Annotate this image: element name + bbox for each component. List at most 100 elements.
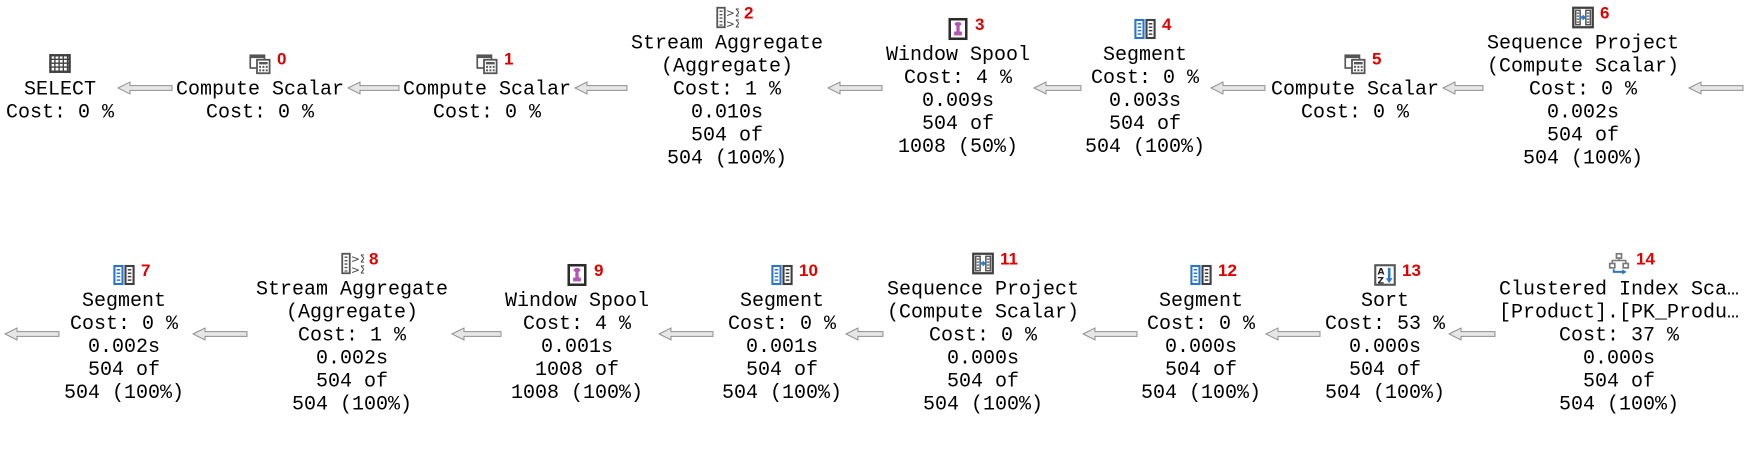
operator-label-line: 504 of — [690, 124, 763, 148]
operator-label-line: Cost: 0 % — [432, 101, 542, 125]
stream-aggregate-icon: >Σ>Σ — [715, 6, 739, 30]
plan-node-stream-aggregate-8[interactable]: >Σ>Σ8Stream Aggregate(Aggregate)Cost: 1 … — [248, 250, 456, 417]
operator-label-line: [Product].[PK_Produ… — [1498, 301, 1740, 325]
operator-label-line: 0.002s — [315, 347, 388, 371]
operator-label-line: 504 (100%) — [1140, 382, 1262, 405]
plan-data-flow-arrow[interactable] — [451, 327, 502, 341]
operator-label-line: Segment — [81, 290, 166, 313]
operator-label-line: Segment — [1102, 44, 1187, 67]
compute-scalar-icon — [475, 52, 499, 76]
operator-icon-row: 5 — [1263, 50, 1447, 79]
operator-label-line: Segment — [1158, 290, 1243, 313]
operator-number-badge: 4 — [1162, 15, 1172, 34]
operator-label-line: 504 of — [1164, 359, 1237, 382]
svg-text:>Σ: >Σ — [726, 8, 739, 20]
operator-icon-row: >Σ>Σ2 — [623, 3, 831, 33]
plan-data-flow-arrow[interactable] — [1210, 81, 1266, 95]
plan-data-flow-arrow[interactable] — [845, 327, 884, 341]
plan-data-flow-arrow[interactable] — [574, 81, 628, 95]
operator-number-badge: 14 — [1636, 249, 1655, 269]
plan-data-flow-arrow[interactable] — [192, 327, 248, 341]
operator-label-line: Cost: 53 % — [1324, 313, 1446, 336]
operator-label-line: 0.003s — [1108, 90, 1181, 113]
operator-label-line: Compute Scalar — [402, 78, 572, 102]
svg-text:>Σ: >Σ — [351, 254, 364, 266]
operator-label-line: Cost: 0 % — [1146, 313, 1256, 336]
svg-text:A: A — [1378, 268, 1385, 278]
operator-icon-row: 1 — [395, 50, 579, 79]
plan-data-flow-arrow[interactable] — [826, 81, 883, 95]
operator-label-line: 504 of — [946, 370, 1019, 394]
plan-data-flow-arrow[interactable] — [4, 327, 60, 341]
operator-label-line: SELECT — [23, 78, 96, 102]
operator-label-line: Cost: 1 % — [672, 78, 782, 102]
operator-label-line: Sequence Project — [1486, 32, 1680, 56]
operator-label-line: 0.002s — [1546, 101, 1619, 125]
operator-label-line: 504 of — [1108, 113, 1181, 136]
operator-label-line: Sequence Project — [886, 278, 1080, 302]
operator-icon-row: 0 — [168, 50, 352, 79]
plan-data-flow-arrow[interactable] — [1265, 327, 1321, 341]
stream-aggregate-icon: >Σ>Σ — [340, 252, 364, 276]
plan-node-stream-aggregate-2[interactable]: >Σ>Σ2Stream Aggregate(Aggregate)Cost: 1 … — [623, 3, 831, 171]
operator-label-line: (Aggregate) — [660, 55, 794, 79]
window-spool-icon — [565, 263, 589, 287]
plan-data-flow-arrow[interactable] — [117, 81, 173, 95]
operator-number-badge: 2 — [744, 3, 754, 23]
result-table-icon — [48, 52, 72, 76]
clustered-index-scan-icon — [1607, 252, 1631, 276]
plan-data-flow-arrow[interactable] — [1448, 327, 1496, 341]
operator-label-line: 0.001s — [540, 336, 613, 359]
operator-label-line: Window Spool — [885, 44, 1031, 67]
operator-icon-row: 6 — [1479, 4, 1687, 33]
operator-icon-row: >Σ>Σ8 — [248, 250, 456, 279]
plan-data-flow-arrow[interactable] — [1688, 81, 1744, 95]
operator-label-line: 504 (100%) — [1558, 393, 1680, 417]
sequence-project-icon — [971, 252, 995, 276]
operator-label-line: 504 (100%) — [1522, 147, 1644, 171]
plan-data-flow-arrow[interactable] — [1082, 327, 1138, 341]
operator-label-line: Cost: 4 % — [903, 67, 1013, 90]
operator-label-line: 0.009s — [921, 90, 994, 113]
operator-label-line: Cost: 0 % — [727, 313, 837, 336]
operator-label-line: 504 of — [1348, 359, 1421, 382]
plan-data-flow-arrow[interactable] — [1033, 81, 1082, 95]
operator-number-badge: 12 — [1218, 261, 1237, 280]
operator-number-badge: 9 — [594, 261, 604, 280]
svg-text:>Σ: >Σ — [351, 264, 364, 275]
operator-number-badge: 3 — [975, 15, 985, 34]
operator-label-line: 504 of — [1546, 124, 1619, 148]
operator-icon-row — [0, 52, 122, 79]
operator-label-line: Cost: 0 % — [1300, 101, 1410, 125]
operator-label-line: Compute Scalar — [175, 78, 345, 102]
plan-data-flow-arrow[interactable] — [1442, 81, 1484, 95]
operator-label-line: 504 (100%) — [666, 147, 788, 171]
operator-label-line: Cost: 0 % — [205, 101, 315, 125]
plan-data-flow-arrow[interactable] — [347, 81, 400, 95]
operator-label-line: 504 of — [87, 359, 160, 382]
operator-label-line: 0.000s — [1348, 336, 1421, 359]
operator-label-line: 504 (100%) — [922, 393, 1044, 417]
operator-label-line: Cost: 0 % — [928, 324, 1038, 348]
window-spool-icon — [946, 17, 970, 41]
plan-data-flow-arrow[interactable] — [657, 327, 714, 341]
segment-icon — [1189, 263, 1213, 287]
svg-text:Z: Z — [1378, 276, 1385, 286]
operator-label-line: 504 of — [315, 370, 388, 394]
